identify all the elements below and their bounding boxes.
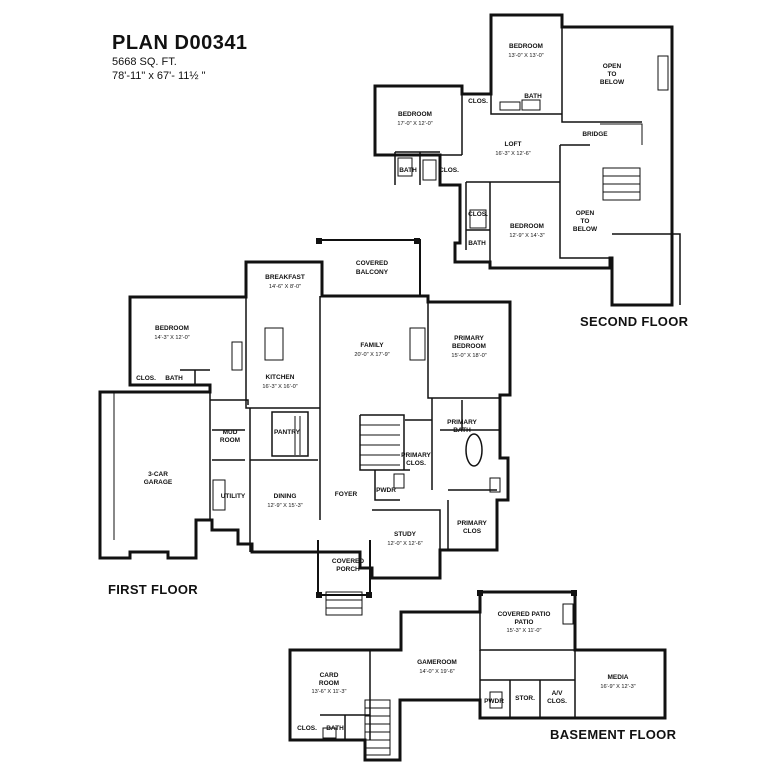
room-name-utility: UTILITY	[221, 493, 246, 500]
first-floor-label: FIRST FLOOR	[108, 582, 198, 597]
room-name-pwdr-basement: PWDR	[484, 698, 504, 705]
room-dim-loft: 16'-3" X 12'-6"	[495, 151, 530, 157]
room-dim-bedroom-left: 17'-0" X 12'-0"	[397, 121, 432, 127]
basement-floor-label: BASEMENT FLOOR	[550, 727, 677, 742]
room-name-bath-top: BATH	[524, 93, 542, 100]
second-floor-label: SECOND FLOOR	[580, 314, 689, 329]
room-name-foyer: FOYER	[335, 491, 358, 498]
room-name-bedroom-first: BEDROOM	[155, 325, 189, 332]
plan-square-footage: 5668 SQ. FT.	[112, 56, 177, 68]
room-dim-card-room: 13'-6" X 11'-3"	[312, 689, 347, 695]
room-dim-bedroom-top: 13'-0" X 13'-0"	[508, 53, 543, 59]
room-dim-bedroom-first: 14'-3" X 12'-0"	[154, 335, 189, 341]
basement-floor-walls	[288, 590, 667, 762]
room-name-bedroom-left: BEDROOM	[398, 111, 432, 118]
room-name-clos-basement: CLOS.	[297, 725, 317, 732]
room-name-bedroom-top: BEDROOM	[509, 43, 543, 50]
room-dim-gameroom: 14'-0" X 19'-6"	[419, 669, 454, 675]
room-name-loft: LOFT	[505, 141, 522, 148]
room-name-clos-top: CLOS.	[468, 98, 488, 105]
room-name-bath-first: BATH	[165, 375, 183, 382]
room-dim-kitchen: 16'-3" X 16'-0"	[262, 384, 297, 390]
room-name-dining: DINING	[274, 493, 297, 500]
room-name-family: FAMILY	[360, 342, 384, 349]
room-name-breakfast: BREAKFAST	[265, 274, 305, 281]
room-name-bedroom-lower: BEDROOM	[510, 223, 544, 230]
room-name-clos-lower: CLOS.	[468, 211, 488, 218]
room-name-bath-basement: BATH	[326, 725, 344, 732]
room-name-bath-left: BATH	[399, 167, 417, 174]
second-floor-walls	[373, 13, 681, 307]
room-name-pantry: PANTRY	[274, 429, 301, 436]
room-name-kitchen: KITCHEN	[266, 374, 295, 381]
plan-dimensions: 78'-11" x 67'- 11½ "	[112, 70, 206, 82]
plan-title: PLAN D00341	[112, 32, 248, 54]
room-name-clos-left: CLOS.	[439, 167, 459, 174]
room-name-bridge: BRIDGE	[582, 131, 608, 138]
first-floor-walls	[98, 239, 512, 616]
room-name-bath-lower: BATH	[468, 240, 486, 247]
room-dim-covered-patio: 15'-3" X 11'-0"	[507, 628, 542, 634]
room-name-media: MEDIA	[608, 674, 629, 681]
room-dim-family: 20'-0" X 17'-9"	[354, 352, 389, 358]
room-dim-study: 12'-0" X 12'-6"	[387, 541, 422, 547]
room-name-pwdr-first: PWDR	[376, 487, 396, 494]
room-dim-dining: 12'-9" X 15'-3"	[267, 503, 302, 509]
room-name-stor: STOR.	[515, 695, 535, 702]
room-name-covered-patio: COVERED PATIO	[498, 611, 551, 618]
room-name-study: STUDY	[394, 531, 417, 538]
room-dim-breakfast: 14'-6" X 8'-0"	[269, 284, 301, 290]
room-name-covered-patio-2: PATIO	[515, 619, 534, 626]
room-name-clos-first: CLOS.	[136, 375, 156, 382]
structural-posts	[316, 238, 577, 598]
room-dim-media: 16'-9" X 12'-3"	[600, 684, 635, 690]
room-dim-primary-bedroom: 15'-0" X 18'-0"	[451, 353, 486, 359]
room-name-gameroom: GAMEROOM	[417, 659, 457, 666]
room-dim-bedroom-lower: 12'-9" X 14'-3"	[509, 233, 544, 239]
